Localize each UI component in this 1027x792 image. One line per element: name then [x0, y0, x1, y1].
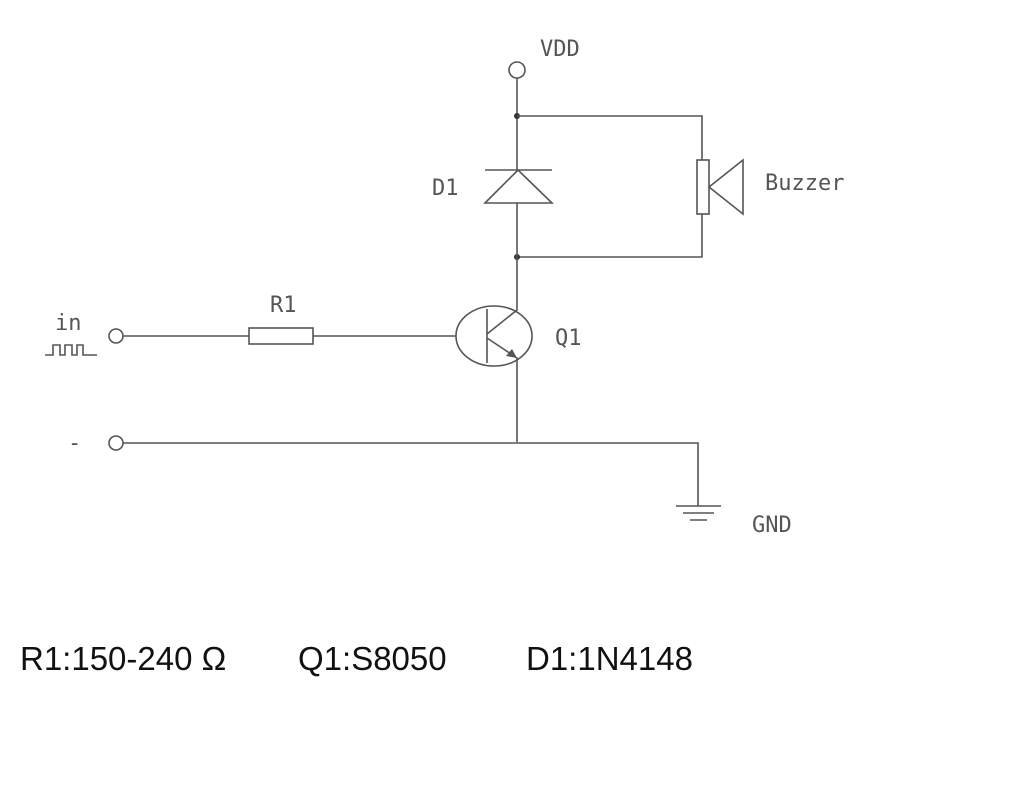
buzzer	[696, 158, 744, 216]
d1-label: D1	[432, 176, 459, 201]
negative-terminal	[108, 435, 124, 451]
wire-ground	[123, 442, 699, 506]
resistor-r1	[248, 327, 314, 345]
buzzer-label: Buzzer	[765, 171, 844, 196]
ground-icon	[676, 505, 721, 521]
negative-label: -	[68, 431, 81, 456]
diode-d1	[483, 168, 554, 257]
parts-list: R1:150-240 Ω Q1:S8050 D1:1N4148	[20, 640, 693, 792]
vdd-label: VDD	[540, 37, 580, 62]
q1-label: Q1	[555, 326, 582, 351]
input-label: in	[55, 311, 82, 336]
part-d1: D1:1N4148	[526, 640, 693, 677]
pulse-waveform-icon	[45, 344, 97, 356]
transistor-q1	[455, 257, 533, 442]
vdd-terminal	[508, 61, 526, 79]
input-terminal	[108, 328, 124, 344]
gnd-label: GND	[752, 513, 792, 538]
r1-label: R1	[270, 293, 297, 318]
wire-buzzer-loop	[517, 115, 703, 258]
part-q1: Q1:S8050	[298, 640, 447, 677]
circuit-schematic: VDD D1 Buzzer Q1 in R1 - GND	[45, 37, 844, 538]
part-r1: R1:150-240 Ω	[20, 640, 227, 677]
